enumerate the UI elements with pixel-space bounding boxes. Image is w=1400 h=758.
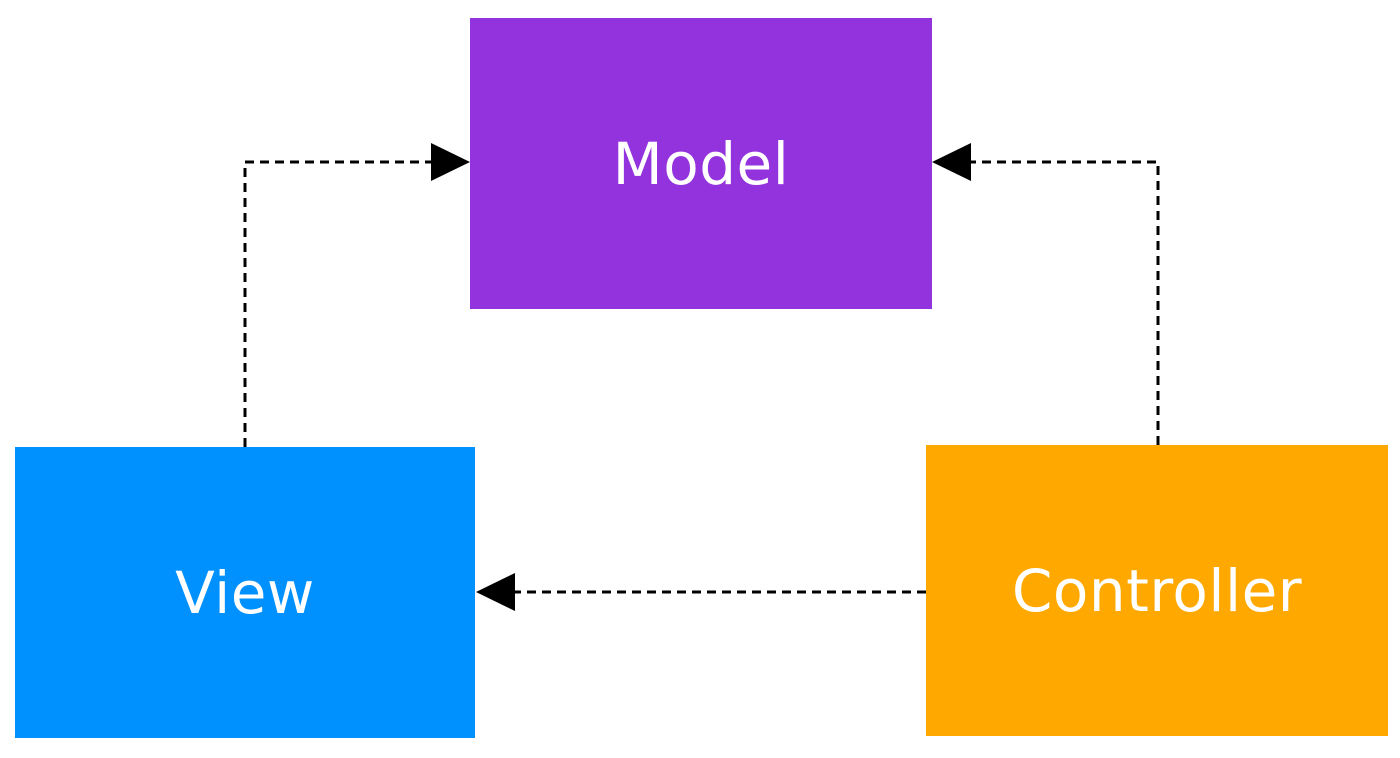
controller-node: Controller (926, 445, 1388, 736)
arrowhead-left-icon (932, 143, 971, 181)
edge-controller-to-view (476, 573, 926, 611)
edge-view-to-model (243, 143, 470, 447)
edge-controller-to-model (932, 143, 1160, 445)
arrowhead-right-icon (431, 143, 470, 181)
edge-controller-to-model-line (970, 160, 1160, 445)
arrowhead-left-icon (476, 573, 515, 611)
model-label: Model (612, 129, 790, 198)
controller-label: Controller (1011, 556, 1303, 625)
model-node: Model (470, 18, 932, 309)
view-node: View (15, 447, 475, 738)
edge-view-to-model-line (243, 160, 432, 447)
view-label: View (175, 558, 315, 627)
